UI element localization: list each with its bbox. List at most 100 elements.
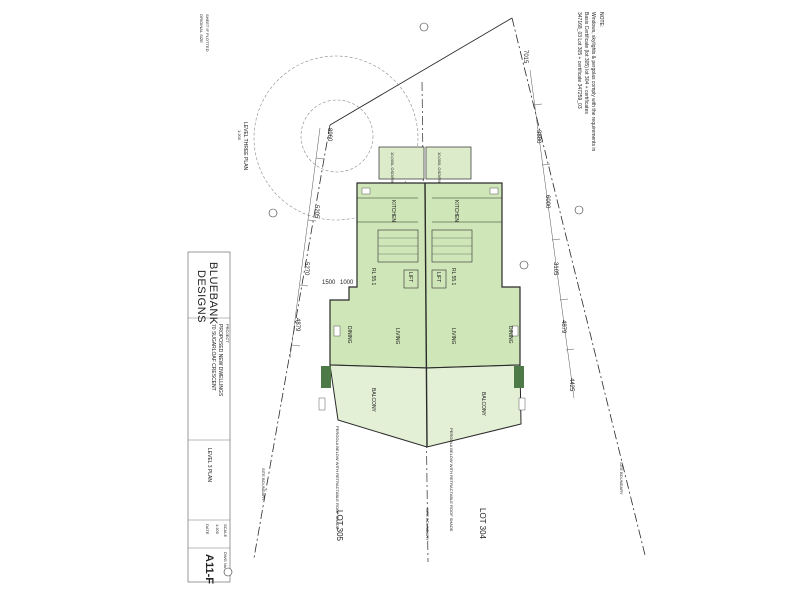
dim-label: 6000 (544, 195, 550, 209)
sheet-label: DWG No. (223, 552, 228, 569)
dim-tick (551, 238, 561, 241)
firm-name-line1: BLUEBANK (207, 262, 219, 325)
room-label: DINING (346, 326, 352, 344)
dim-line-left (289, 127, 321, 359)
dim-tick (307, 219, 317, 222)
plot-note-line1: SHEET IF PLOTTED (205, 14, 210, 52)
tree-canopies (253, 55, 419, 221)
level-plan-scale: 1:200 (237, 130, 242, 141)
scale-label: SCALE (223, 524, 228, 537)
balcony-plate (329, 364, 522, 448)
project-line2: 70 SUGARLOAF CRESCENT (210, 324, 216, 391)
planting-left-icon (321, 366, 331, 388)
fixture (333, 325, 341, 337)
fixture (511, 325, 519, 337)
notes-line: 347168_03 Lot 305 + certificate 347259_0… (576, 12, 582, 109)
tree-canopy-outer (253, 55, 419, 221)
room-label: DINING (507, 326, 513, 344)
dim-label: 4879 (560, 320, 566, 334)
boundary-top (329, 17, 513, 126)
dim-label: 5270 (303, 262, 309, 276)
title-block-border (187, 251, 231, 583)
boundary-label: SITE BOUNDARY (261, 468, 266, 501)
section-marker-icon (574, 205, 584, 215)
party-wall (424, 182, 428, 448)
project-line1: PROPOSED NEW DWELLINGS (217, 324, 223, 397)
dim-label: 1500 (322, 280, 336, 286)
planting-strips (321, 366, 524, 388)
project-label: PROJECT (225, 324, 230, 343)
drawing-title: LEVEL 3 PLAN (206, 448, 212, 482)
lot-label-left: LOT 305 (335, 510, 344, 542)
date-label: DATE (205, 524, 210, 535)
lot-label-right: LOT 304 (478, 508, 487, 540)
room-label: LIVING (450, 328, 456, 345)
notes-line: Basix Certificate (lot 305) lot 304 + ce… (583, 12, 589, 114)
fixture (361, 187, 371, 195)
fixture (318, 397, 326, 411)
pergola-note-left: PERGOLA BELOW WITH RETRACTABLE ROOF SHAD… (335, 426, 340, 530)
scale-value: 1:200 (215, 524, 220, 535)
stair-treads (378, 237, 472, 255)
fixtures (318, 187, 526, 411)
notes-heading: NOTE: (598, 12, 604, 27)
level-plan-title: LEVEL THREE PLAN (242, 122, 248, 170)
dim-tick (533, 103, 543, 106)
section-marker-icon (519, 260, 529, 270)
wall (426, 364, 521, 369)
boundary-label: SITE BOUNDARY (425, 508, 430, 541)
lift-left (403, 269, 419, 289)
lift-right (431, 269, 447, 289)
dim-label: 4425 (568, 378, 574, 392)
room-label: BALCONY (480, 392, 486, 417)
plot-note-line2: ORIGINAL SIZE (199, 14, 204, 43)
sheet-number: A11-F (203, 554, 215, 584)
room-label: RL 55.1 (370, 268, 376, 286)
dim-label: 7015 (522, 50, 528, 64)
revision-marker-icon (223, 567, 233, 577)
title-block: BLUEBANK DESIGNS PROJECT PROPOSED NEW DW… (187, 251, 233, 584)
room-label: RL 55.1 (450, 268, 456, 286)
dim-label: 3880 (535, 130, 541, 144)
room-labels: KITCHEN KITCHEN LIVING LIVING DINING DIN… (346, 200, 513, 417)
room-label: KITCHEN (390, 200, 396, 222)
dim-tick (299, 284, 309, 287)
room-label: LIVING (394, 328, 400, 345)
fixture (518, 397, 526, 411)
dim-tick (291, 344, 301, 347)
dim-label: 8960 (326, 128, 332, 142)
room-label: BALCONY (370, 388, 376, 413)
notes-line: Windows, skylights & pergolas comply wit… (590, 12, 596, 151)
firm-name-line2: DESIGNS (195, 270, 207, 323)
dimension-labels: 8960 5205 5270 4879 7015 3880 6000 3105 … (294, 50, 574, 392)
tank-left (378, 146, 425, 180)
dim-tick (315, 157, 325, 160)
retention-tanks (378, 146, 472, 180)
room-label: KITCHEN (453, 200, 459, 222)
boundary-labels: SITE BOUNDARY SITE BOUNDARY SITE BOUNDAR… (261, 462, 624, 541)
boundary-label: SITE BOUNDARY (619, 462, 624, 495)
dim-label: 1000 (340, 280, 354, 286)
dim-label: 5205 (313, 205, 319, 219)
wall (329, 364, 428, 369)
boundary-right (511, 17, 646, 556)
dim-label: 3105 (552, 262, 558, 276)
tree-canopy-inner (300, 99, 374, 173)
dim-tick (565, 348, 575, 351)
dim-tick (541, 163, 551, 166)
dim-line-right (529, 69, 575, 399)
section-marker-icon (268, 208, 278, 218)
room-label: LIFT (435, 272, 441, 282)
tank-right (425, 146, 472, 180)
fixture (489, 187, 499, 195)
room-label: LIFT (407, 272, 413, 282)
boundary-left (253, 124, 331, 559)
planting-right-icon (514, 366, 524, 388)
north-marker-icon (419, 22, 429, 32)
pergola-note-right: PERGOLA BELOW WITH RETRACTABLE ROOF SHAD… (449, 428, 454, 532)
dim-tick (559, 298, 569, 301)
dim-label: 4879 (294, 318, 300, 332)
dimension-lines (289, 69, 575, 399)
general-notes: NOTE: Windows, skylights & pergolas comp… (576, 12, 604, 151)
